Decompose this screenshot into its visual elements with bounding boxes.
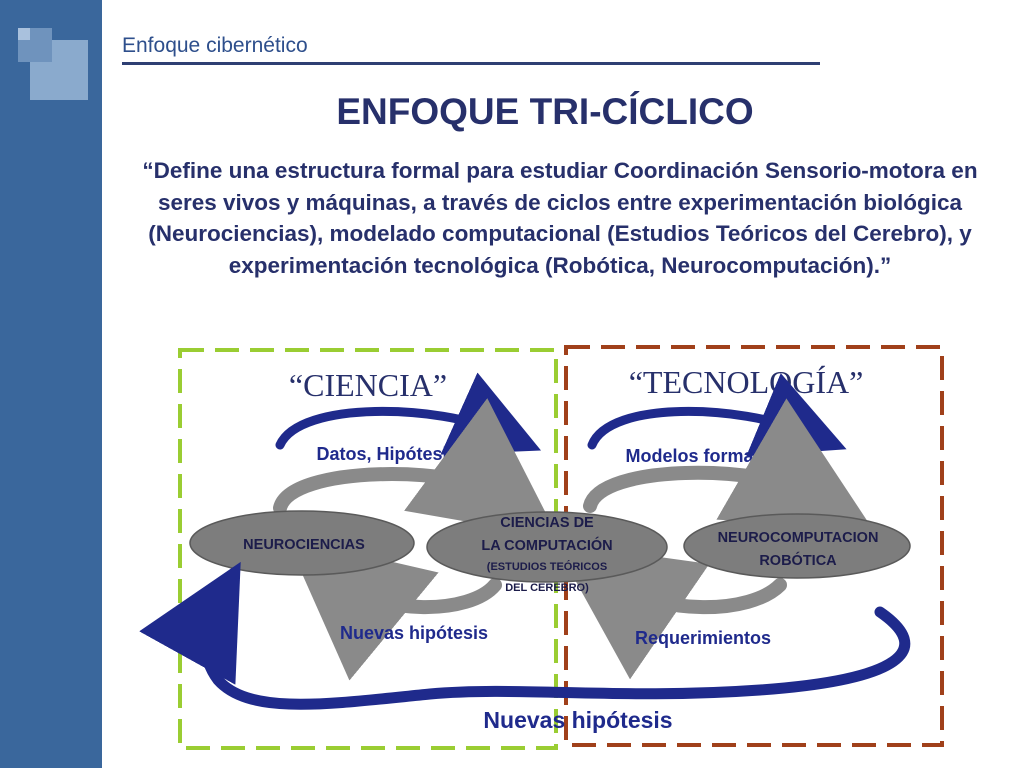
data-hypotheses-arrow: [275, 372, 542, 455]
science-cycle-lower-arrow: [285, 537, 502, 681]
neurocomputing-label-line1: NEUROCOMPUTACION: [718, 530, 879, 546]
formal-models-arrow: [587, 373, 847, 457]
computer-science-label-line4: DEL CEREBRO): [505, 582, 589, 594]
computer-science-label-line1: CIENCIAS DE: [500, 515, 594, 531]
requirements-label: Requerimientos: [635, 628, 771, 648]
data-hypotheses-label: Datos, Hipótesis: [316, 444, 457, 464]
neurocomputing-label-line2: ROBÓTICA: [759, 551, 837, 569]
science-heading: “CIENCIA”: [289, 367, 447, 403]
new-hypotheses-science-label: Nuevas hipótesis: [340, 623, 488, 643]
computer-science-node: [426, 511, 668, 583]
computer-science-label-line2: LA COMPUTACIÓN: [481, 536, 612, 554]
technology-cycle-upper-arrow: [583, 398, 873, 529]
computer-science-label-line3: (ESTUDIOS TEÓRICOS: [487, 560, 607, 573]
section-divider: [122, 62, 820, 65]
formal-models-label: Modelos formales: [625, 446, 778, 466]
sidebar: [0, 0, 102, 768]
section-title: Enfoque cibernético: [122, 34, 308, 57]
decorative-square: [18, 28, 30, 40]
new-hypotheses-global-label: Nuevas hipótesis: [483, 707, 672, 733]
neurocomputing-node: [683, 513, 911, 579]
science-cycle-upper-arrow: [273, 398, 559, 538]
definition-quote: “Define una estructura formal para estud…: [142, 158, 978, 278]
technology-heading: “TECNOLOGÍA”: [629, 364, 864, 400]
neurosciences-label: NEUROCIENCIAS: [243, 537, 365, 553]
technology-cycle-lower-arrow: [554, 542, 787, 680]
neurosciences-node: [189, 510, 415, 576]
page-title: ENFOQUE TRI-CÍCLICO: [336, 91, 754, 132]
global-feedback-arrow: [139, 561, 911, 710]
